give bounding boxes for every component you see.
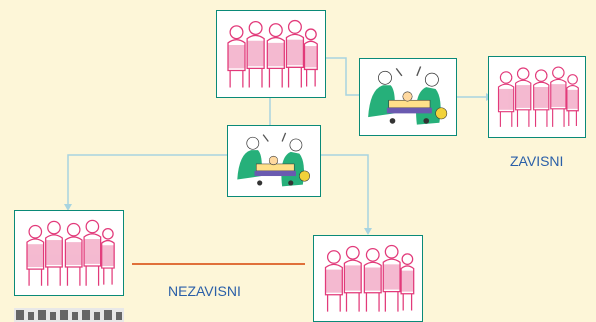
surgery-card-right — [359, 58, 457, 136]
crowd-illustration — [217, 11, 324, 96]
connector-center-left — [67, 154, 228, 208]
building-icon — [14, 308, 124, 322]
connector-center-right — [320, 154, 369, 232]
crowd-illustration — [489, 57, 584, 136]
crowd-card-bottom-left — [14, 210, 124, 296]
surgery-illustration — [228, 126, 319, 195]
arrowhead-bottom-left — [64, 204, 72, 211]
crowd-card-right — [488, 56, 586, 138]
crowd-illustration — [314, 236, 421, 320]
crowd-illustration — [15, 211, 122, 294]
arrowhead-bottom-right — [364, 228, 372, 235]
surgery-illustration — [360, 59, 455, 134]
crowd-card-top — [216, 10, 326, 98]
crowd-card-bottom-right — [313, 235, 423, 322]
surgery-card-center — [227, 125, 321, 197]
independent-label: NEZAVISNI — [168, 283, 241, 299]
dependent-label: ZAVISNI — [510, 153, 564, 169]
connector-top-to-surgery — [325, 57, 360, 96]
